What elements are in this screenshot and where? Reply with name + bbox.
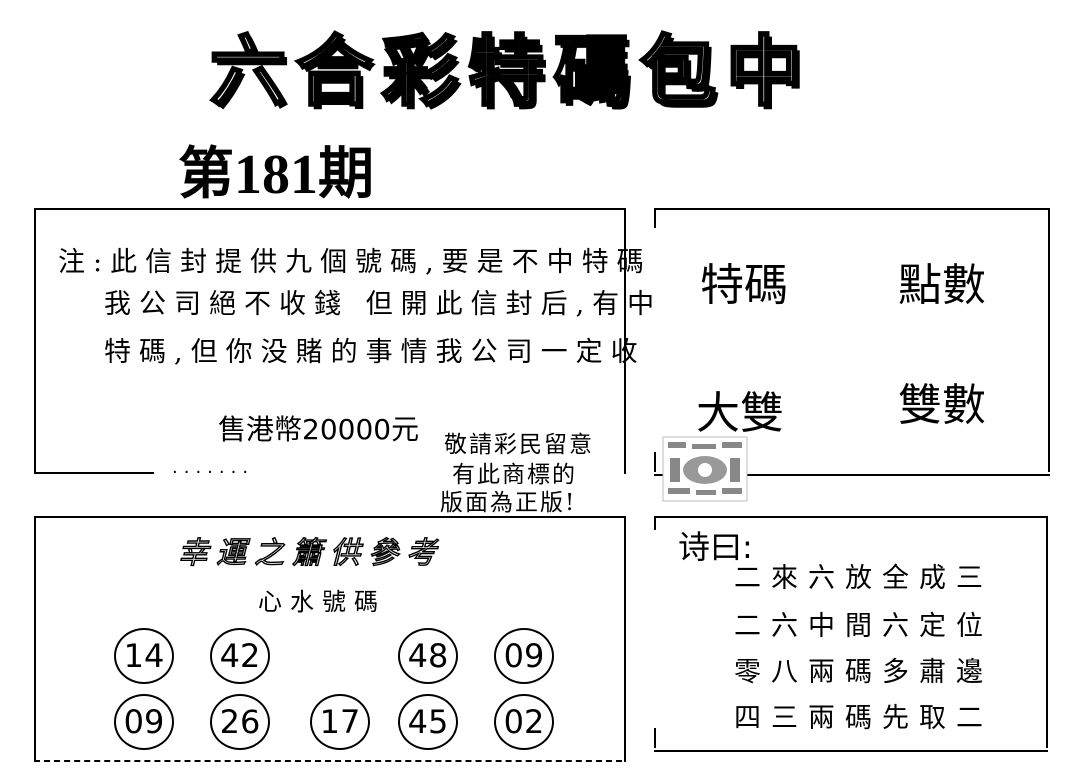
- property-big-double: 大雙: [696, 388, 784, 439]
- poem-frame: [654, 516, 1048, 752]
- number-ball: 14: [114, 628, 174, 684]
- lucky-numbers-frame-bottom: [34, 760, 622, 762]
- properties-frame-right: [1048, 208, 1050, 472]
- number-ball: 45: [398, 694, 458, 750]
- number-ball: 09: [494, 628, 554, 684]
- poem-title: 诗曰:: [678, 528, 753, 566]
- poem-frame-tick: [654, 516, 656, 530]
- property-special-code: 特碼: [700, 260, 788, 311]
- lucky-numbers-frame: [34, 516, 626, 762]
- poem-line: 零八兩碼多肅邊: [734, 657, 993, 688]
- number-ball: 26: [210, 694, 270, 750]
- property-double-count: 雙數: [898, 380, 986, 431]
- notice-frame-bottom: [34, 472, 154, 474]
- number-ball: 02: [494, 694, 554, 750]
- trademark-stamp-icon: [662, 436, 748, 502]
- number-ball: 48: [398, 628, 458, 684]
- poem-frame-right: [1046, 516, 1048, 748]
- poem-line: 二六中間六定位: [734, 611, 993, 642]
- issue-number: 第181期: [178, 144, 374, 206]
- poem-frame-tick: [654, 728, 656, 748]
- notice-frame-dots: ·······: [172, 462, 255, 483]
- lucky-numbers-label: 心水號碼: [258, 588, 386, 616]
- poem-line: 四三兩碼先取二: [734, 703, 993, 734]
- number-ball: 09: [114, 694, 174, 750]
- lucky-title: 幸運之簫供參考: [177, 535, 444, 571]
- headline-title: 六合彩特碼包中: [209, 26, 812, 118]
- number-ball: 17: [310, 694, 370, 750]
- watermark-note-line-2: 有此商標的: [452, 462, 577, 488]
- notice-frame: [34, 208, 626, 474]
- poem-line: 二來六放全成三: [734, 563, 993, 594]
- notice-line-1: 注:此信封提供九個號碼,要是不中特碼: [58, 247, 652, 278]
- watermark-note-line-1: 敬請彩民留意: [444, 432, 594, 458]
- property-points: 點數: [898, 260, 986, 311]
- properties-frame-tick: [654, 452, 656, 472]
- properties-frame-tick: [654, 208, 656, 228]
- notice-line-2: 我公司絕不收錢 但開此信封后,有中: [104, 289, 663, 320]
- properties-frame: [654, 208, 1050, 476]
- number-ball: 42: [210, 628, 270, 684]
- watermark-note-line-3: 版面為正版!: [440, 490, 577, 516]
- notice-line-3: 特碼,但你没賭的事情我公司一定收: [104, 337, 646, 368]
- price-text: 售港幣20000元: [218, 413, 420, 446]
